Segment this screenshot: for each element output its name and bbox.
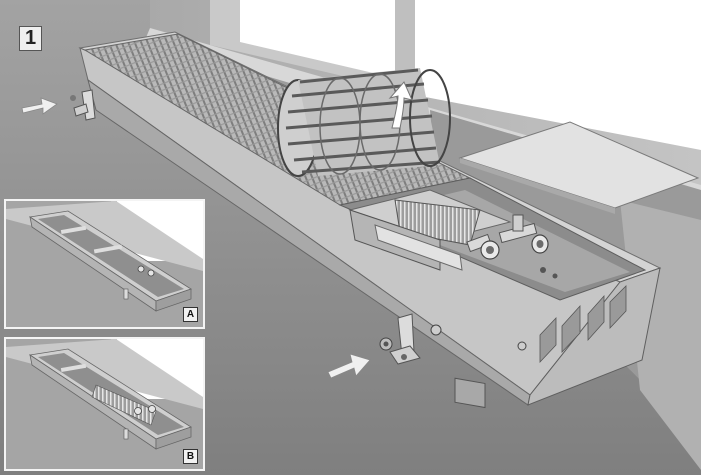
rotate-up-arrow-icon (388, 81, 413, 129)
mounting-bracket-left (70, 89, 96, 121)
cover-lid-edge (460, 158, 615, 214)
tray (374, 224, 463, 271)
inset-label-b: B (183, 449, 198, 464)
housing-end-face (527, 267, 661, 406)
end-face-slots (539, 285, 627, 364)
step-number-badge: 1 (19, 26, 42, 51)
housing-label (454, 377, 486, 409)
inset-b-illustration (6, 339, 203, 469)
window-glass-right (415, 0, 701, 150)
inset-a-illustration (6, 201, 203, 327)
window-glass (240, 0, 395, 78)
valve-fittings (466, 214, 558, 279)
inset-label-a: A (183, 307, 198, 322)
housing-screw (430, 324, 442, 336)
inset-a: A (4, 199, 205, 329)
housing-screw-2 (517, 341, 527, 351)
mounting-bracket-right (379, 313, 421, 365)
arrow-right-icon-2 (327, 353, 371, 379)
inset-b: B (4, 337, 205, 471)
arrow-right-icon (21, 97, 58, 115)
